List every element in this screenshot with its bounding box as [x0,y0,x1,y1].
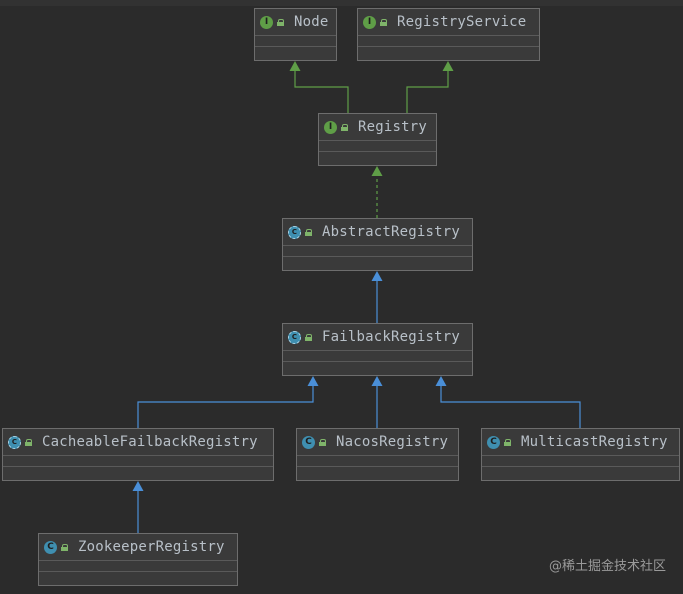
public-visibility-icon [277,18,285,26]
arrowhead-multicast-registry-to-failback-registry [435,376,447,386]
methods-compartment-divider [319,151,436,152]
arrowhead-registry-to-registry-service [442,61,454,71]
abstract-class-icon: C [288,330,301,344]
abstract-class-icon: C [288,225,301,239]
class-node-registry-service[interactable]: I RegistryService [357,8,540,61]
class-node-header: C MulticastRegistry [482,429,679,455]
class-node-node[interactable]: I Node [254,8,337,61]
class-node-title: FailbackRegistry [322,329,461,345]
interface-icon: I [363,15,376,29]
fields-compartment-divider [358,35,539,36]
methods-compartment-divider [3,466,273,467]
fields-compartment-divider [319,140,436,141]
methods-compartment-divider [283,361,472,362]
arrowhead-failback-registry-to-abstract-registry [371,271,383,281]
class-node-header: C CacheableFailbackRegistry [3,429,273,455]
class-node-title: MulticastRegistry [521,434,668,450]
class-node-failback-registry[interactable]: C FailbackRegistry [282,323,473,376]
arrowhead-nacos-registry-to-failback-registry [371,376,383,386]
class-node-title: Registry [358,119,428,135]
arrowhead-zookeeper-registry-to-cacheable-failback-registry [132,481,144,491]
arrowhead-registry-to-node [289,61,301,71]
fields-compartment-divider [297,455,458,456]
class-node-header: I RegistryService [358,9,539,35]
class-node-title: AbstractRegistry [322,224,461,240]
methods-compartment-divider [358,46,539,47]
fields-compartment-divider [255,35,336,36]
public-visibility-icon [305,228,313,236]
class-node-title: CacheableFailbackRegistry [42,434,258,450]
public-visibility-icon [319,438,327,446]
class-node-header: I Registry [319,114,436,140]
edge-multicast-registry-to-failback-registry [440,386,581,428]
methods-compartment-divider [39,571,237,572]
arrowhead-cacheable-failback-registry-to-failback-registry [307,376,319,386]
public-visibility-icon [341,123,349,131]
methods-compartment-divider [283,256,472,257]
public-visibility-icon [380,18,388,26]
class-node-abstract-registry[interactable]: C AbstractRegistry [282,218,473,271]
class-node-title: NacosRegistry [336,434,449,450]
class-icon: C [44,540,57,554]
class-node-header: I Node [255,9,336,35]
abstract-class-icon: C [8,435,21,449]
class-node-zookeeper-registry[interactable]: C ZookeeperRegistry [38,533,238,586]
top-strip [0,0,683,6]
class-icon: C [302,435,315,449]
fields-compartment-divider [39,560,237,561]
methods-compartment-divider [482,466,679,467]
public-visibility-icon [25,438,33,446]
watermark: @稀土掘金技术社区 [548,559,666,574]
methods-compartment-divider [297,466,458,467]
public-visibility-icon [305,333,313,341]
fields-compartment-divider [283,245,472,246]
class-node-header: C NacosRegistry [297,429,458,455]
class-node-header: C AbstractRegistry [283,219,472,245]
interface-icon: I [260,15,273,29]
class-node-title: ZookeeperRegistry [78,539,225,555]
class-node-cacheable-failback-registry[interactable]: C CacheableFailbackRegistry [2,428,274,481]
methods-compartment-divider [255,46,336,47]
class-node-header: C FailbackRegistry [283,324,472,350]
class-icon: C [487,435,500,449]
fields-compartment-divider [482,455,679,456]
arrowhead-abstract-registry-to-registry [371,166,383,176]
edge-cacheable-failback-registry-to-failback-registry [137,386,314,428]
public-visibility-icon [504,438,512,446]
fields-compartment-divider [283,350,472,351]
class-node-nacos-registry[interactable]: C NacosRegistry [296,428,459,481]
edge-registry-to-registry-service [406,71,449,113]
class-node-multicast-registry[interactable]: C MulticastRegistry [481,428,680,481]
class-node-title: RegistryService [397,14,527,30]
fields-compartment-divider [3,455,273,456]
interface-icon: I [324,120,337,134]
public-visibility-icon [61,543,69,551]
class-node-title: Node [294,14,329,30]
edge-registry-to-node [294,71,349,113]
class-node-registry[interactable]: I Registry [318,113,437,166]
class-node-header: C ZookeeperRegistry [39,534,237,560]
